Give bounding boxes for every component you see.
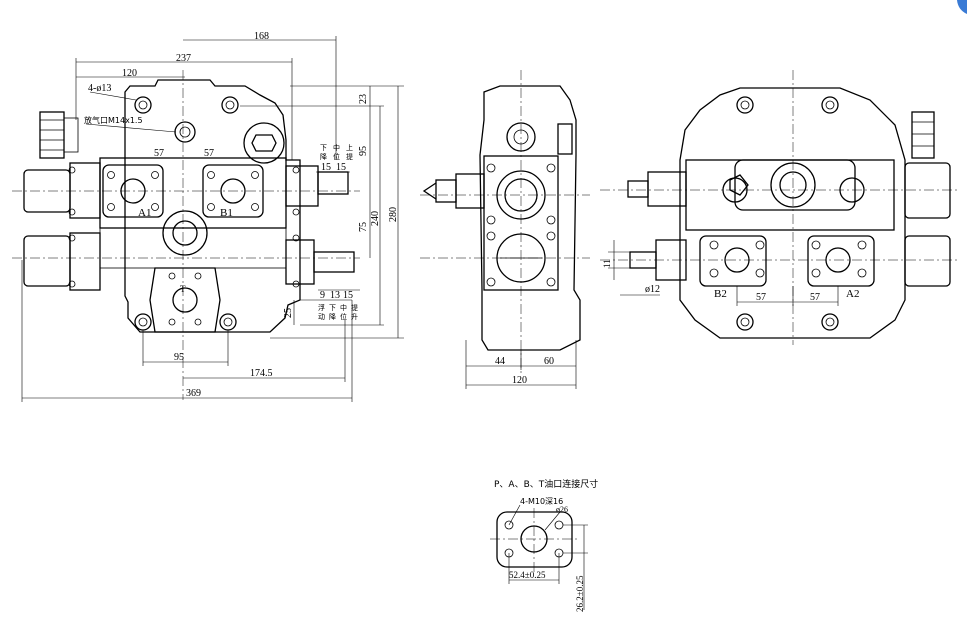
side-view: 44 60 120 — [420, 70, 590, 389]
front-view: 168 237 120 4-ø13 放气口M14x1.5 57 57 95 17… — [12, 31, 404, 402]
dim-57-a: 57 — [154, 148, 164, 159]
dim-25: 25 — [283, 308, 294, 318]
port-b2-label: B2 — [714, 288, 727, 300]
svg-text:动: 动 — [318, 312, 325, 321]
svg-text:下: 下 — [329, 304, 336, 312]
dim-o12: ø12 — [645, 284, 660, 295]
svg-text:位: 位 — [340, 312, 347, 321]
relief-valve — [243, 122, 285, 164]
dim-75: 75 — [358, 222, 369, 232]
right-rod-upper — [317, 171, 349, 195]
dim-60: 60 — [544, 356, 554, 367]
dim-vent: 放气口M14x1.5 — [84, 115, 143, 125]
svg-text:中: 中 — [333, 143, 340, 152]
svg-text:浮: 浮 — [318, 303, 325, 312]
dim-44: 44 — [495, 356, 505, 367]
svg-text:位: 位 — [333, 152, 340, 161]
vent-plug — [174, 121, 196, 143]
dim-369: 369 — [186, 388, 201, 399]
svg-text:中: 中 — [340, 303, 347, 312]
flange-height: 26.2±0.25 — [575, 575, 585, 612]
flange-title: P、A、B、T油口连接尺寸 — [494, 478, 598, 490]
flange-width: 52.4±0.25 — [509, 570, 546, 580]
dim-9: 9 — [320, 290, 325, 301]
left-handle-lower — [23, 235, 71, 287]
rear-body-outline — [679, 87, 906, 339]
svg-text:降: 降 — [320, 152, 327, 161]
flange-outline — [496, 511, 573, 568]
dim-15-c: 15 — [343, 290, 353, 301]
dim-15-b: 15 — [336, 162, 346, 173]
t-port — [172, 287, 198, 313]
center-block-lower — [99, 227, 287, 269]
dim-120-side: 120 — [512, 375, 527, 386]
front-body-outline — [124, 79, 301, 333]
right-spool-upper — [285, 165, 319, 207]
flange-thread: 4-M10深16 — [520, 497, 563, 506]
dim-15-a: 15 — [321, 162, 331, 173]
right-rod-lower — [313, 251, 355, 273]
dim-57-b: 57 — [204, 148, 214, 159]
p-port-outer — [162, 210, 208, 256]
corner-tab — [957, 0, 967, 14]
svg-text:降: 降 — [329, 312, 336, 321]
port-a2-flange — [807, 235, 875, 287]
mount-holes — [134, 96, 239, 331]
dim-168: 168 — [254, 31, 269, 42]
svg-text:提: 提 — [351, 303, 358, 312]
dim-95: 95 — [174, 352, 184, 363]
front-dimensions — [21, 36, 404, 402]
port-b1-flange — [202, 164, 264, 218]
dim-holes: 4-ø13 — [88, 83, 111, 94]
lever-labels-lower: 浮 动 下 降 中 位 提 升 — [318, 303, 358, 321]
dim-95-v: 95 — [358, 146, 369, 156]
t-port-block — [149, 267, 221, 333]
dim-174-5: 174.5 — [250, 368, 273, 379]
dim-237: 237 — [176, 53, 191, 64]
flange-bore: ø26 — [556, 505, 568, 514]
rear-handle-lower — [904, 235, 951, 287]
rear-mount-holes — [736, 96, 839, 331]
side-body-outline — [479, 85, 581, 351]
dim-23: 23 — [358, 94, 369, 104]
port-a2-label: A2 — [846, 288, 859, 300]
port-b2-flange — [699, 235, 767, 287]
port-a1-label: A1 — [138, 207, 151, 219]
svg-text:上: 上 — [346, 143, 353, 152]
svg-text:提: 提 — [346, 152, 353, 161]
port-b1-label: B1 — [220, 207, 233, 219]
svg-text:下: 下 — [320, 144, 327, 152]
dim-240: 240 — [370, 211, 381, 226]
dim-57-rear-b: 57 — [810, 292, 820, 303]
flange-detail: P、A、B、T油口连接尺寸 4-M10深16 ø26 52.4±0.25 26.… — [490, 478, 598, 612]
dim-280: 280 — [388, 207, 399, 222]
dim-11: 11 — [602, 259, 612, 268]
left-plug — [39, 111, 65, 159]
rear-view: 11 ø12 57 57 B2 A2 — [600, 70, 960, 345]
rear-handle-upper — [904, 162, 951, 219]
lever-labels-upper: 下 降 中 位 上 提 — [320, 143, 353, 161]
port-t-label: T — [180, 284, 186, 294]
left-section-lower — [69, 232, 101, 291]
svg-text:升: 升 — [351, 312, 358, 321]
dim-57-rear-a: 57 — [756, 292, 766, 303]
dim-13: 13 — [330, 290, 340, 301]
dim-120: 120 — [122, 68, 137, 79]
